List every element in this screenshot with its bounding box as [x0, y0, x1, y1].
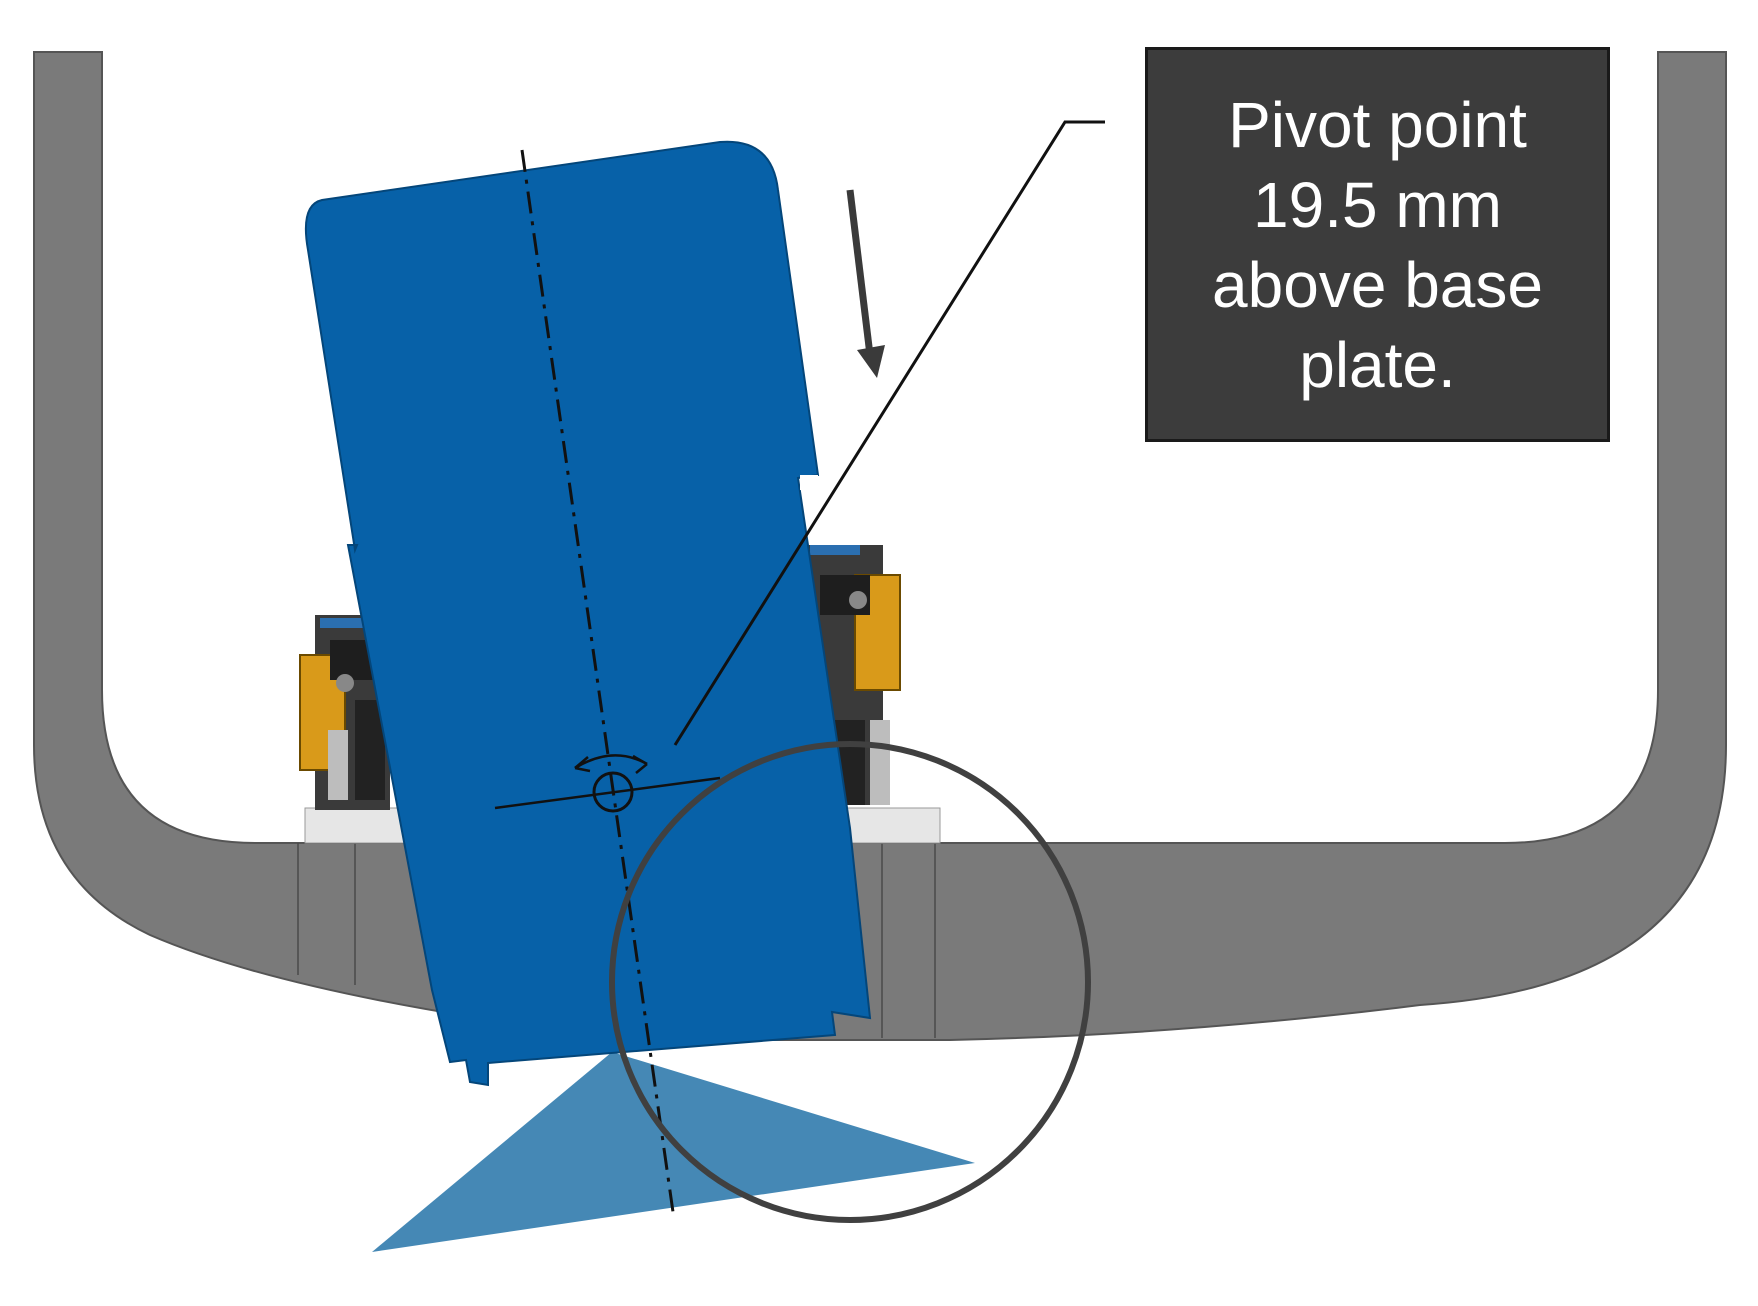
highlight-circle [609, 741, 1091, 1223]
device-centerline [520, 149, 675, 1213]
callout-line-2: 19.5 mm [1253, 168, 1502, 241]
callout-line-4: plate. [1299, 328, 1456, 401]
callout-leader-line [673, 120, 1105, 746]
direction-arrow-icon [846, 189, 885, 378]
u-frame [33, 51, 1727, 1041]
callout-box: Pivot point 19.5 mm above base plate. [1145, 47, 1610, 442]
pivot-point-marker [592, 771, 634, 813]
base-panel-seams [297, 843, 936, 1038]
callout-line-3: above base [1212, 248, 1543, 321]
device-body-notch [800, 475, 818, 490]
right-mount-block [839, 807, 941, 844]
beam-cone [372, 1052, 975, 1252]
callout-line-1: Pivot point [1228, 88, 1527, 161]
left-mount-block [304, 807, 406, 844]
pivot-axis-line [494, 776, 721, 810]
rotation-arrow-icon [574, 754, 648, 774]
